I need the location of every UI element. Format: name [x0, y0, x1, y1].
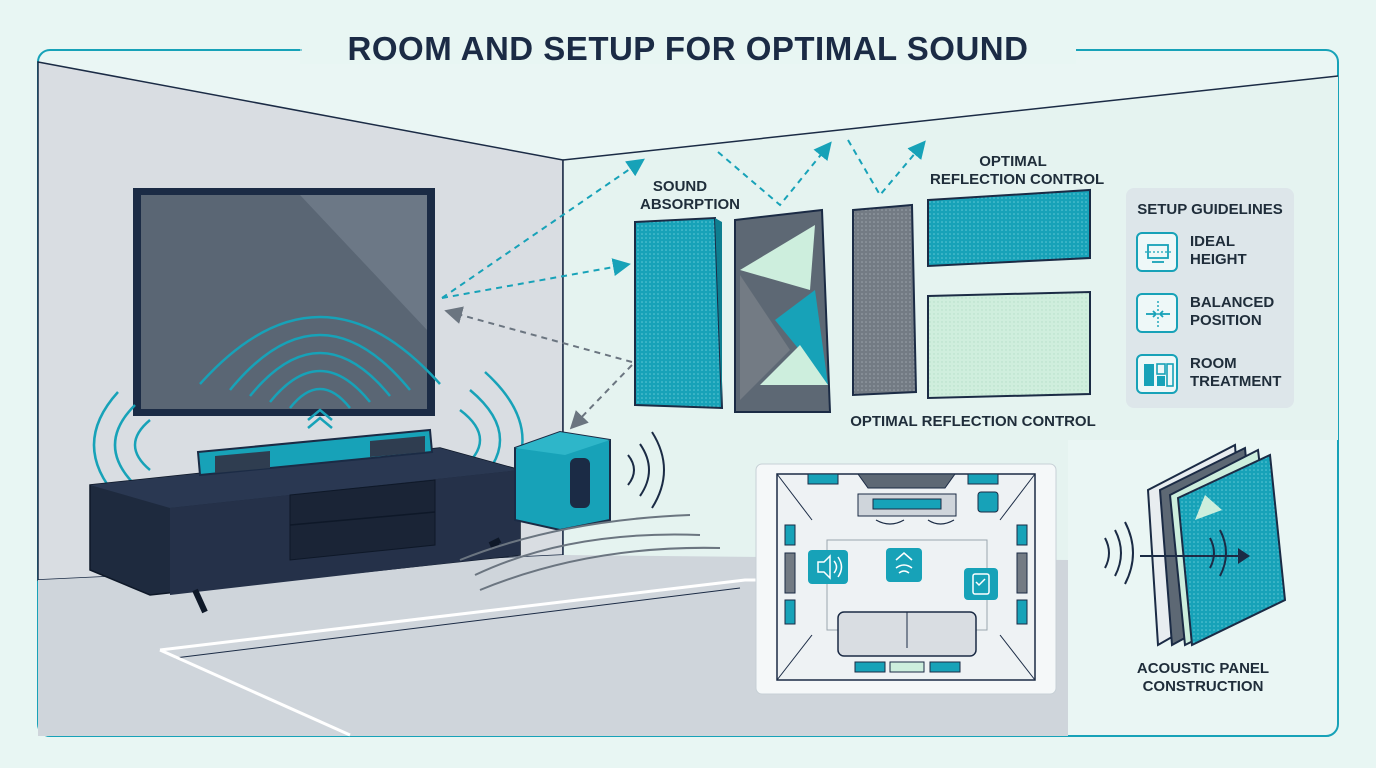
soundbar	[196, 428, 434, 477]
label-sound-absorption-line2: ABSORPTION	[640, 196, 741, 213]
label-optimal-reflection-top-line1: OPTIMAL	[979, 153, 1047, 170]
tv-height-icon	[1136, 232, 1178, 272]
page-title: ROOM AND SETUP FOR OPTIMAL SOUND	[347, 30, 1029, 67]
guideline-balanced-position-text: BALANCED POSITION	[1190, 294, 1274, 330]
guideline-balanced-position: BALANCED POSITION	[1136, 291, 1292, 339]
guideline-room-treatment-line2: TREATMENT	[1190, 373, 1282, 390]
guideline-room-treatment: ROOM TREATMENT	[1136, 352, 1292, 400]
center-align-icon	[1136, 293, 1178, 333]
floor-plan-inset	[755, 463, 1057, 695]
label-optimal-reflection-top: OPTIMAL REFLECTION CONTROL	[930, 153, 1105, 189]
label-sound-absorption: SOUND ABSORPTION	[640, 178, 741, 214]
wall-mounted-tv	[133, 188, 435, 416]
setup-guidelines-panel: SETUP GUIDELINES IDEAL HEIGHT	[1126, 188, 1294, 408]
acoustic-panel-construction	[1104, 443, 1287, 647]
guideline-balanced-position-line1: BALANCED	[1190, 294, 1275, 311]
label-optimal-reflection-bottom: OPTIMAL REFLECTION CONTROL	[850, 413, 1096, 430]
panels-layout-icon	[1136, 354, 1178, 394]
inset-listener-icon	[895, 552, 913, 574]
guideline-room-treatment-line1: ROOM	[1190, 355, 1237, 372]
label-optimal-reflection-top-line2: REFLECTION CONTROL	[930, 171, 1105, 188]
tv-console	[89, 447, 521, 614]
label-sound-absorption-line1: SOUND	[652, 178, 708, 195]
inset-speaker-icon	[817, 554, 843, 580]
guideline-room-treatment-text: ROOM TREATMENT	[1190, 355, 1281, 391]
setup-guidelines-title: SETUP GUIDELINES	[1137, 201, 1283, 218]
guideline-ideal-height-line1: IDEAL	[1190, 233, 1235, 250]
reflection-panel-teal	[927, 188, 1091, 268]
label-acoustic-panel-line2: CONSTRUCTION	[1142, 678, 1264, 695]
label-acoustic-panel-construction: ACOUSTIC PANEL CONSTRUCTION	[1128, 660, 1278, 696]
absorption-panel-teal	[634, 216, 724, 410]
soundbar-waves	[92, 315, 524, 509]
subwoofer	[459, 430, 721, 591]
guideline-ideal-height: IDEAL HEIGHT	[1136, 230, 1292, 278]
guideline-ideal-height-line2: HEIGHT	[1190, 251, 1247, 268]
label-acoustic-panel-line1: ACOUSTIC PANEL	[1136, 660, 1270, 677]
inset-checklist-icon	[972, 573, 990, 595]
diffusion-panel-gray	[852, 203, 918, 397]
guideline-ideal-height-text: IDEAL HEIGHT	[1190, 233, 1247, 269]
geometric-panel	[734, 208, 832, 413]
guideline-balanced-position-line2: POSITION	[1190, 312, 1262, 329]
reflection-panel-mint	[927, 290, 1091, 400]
